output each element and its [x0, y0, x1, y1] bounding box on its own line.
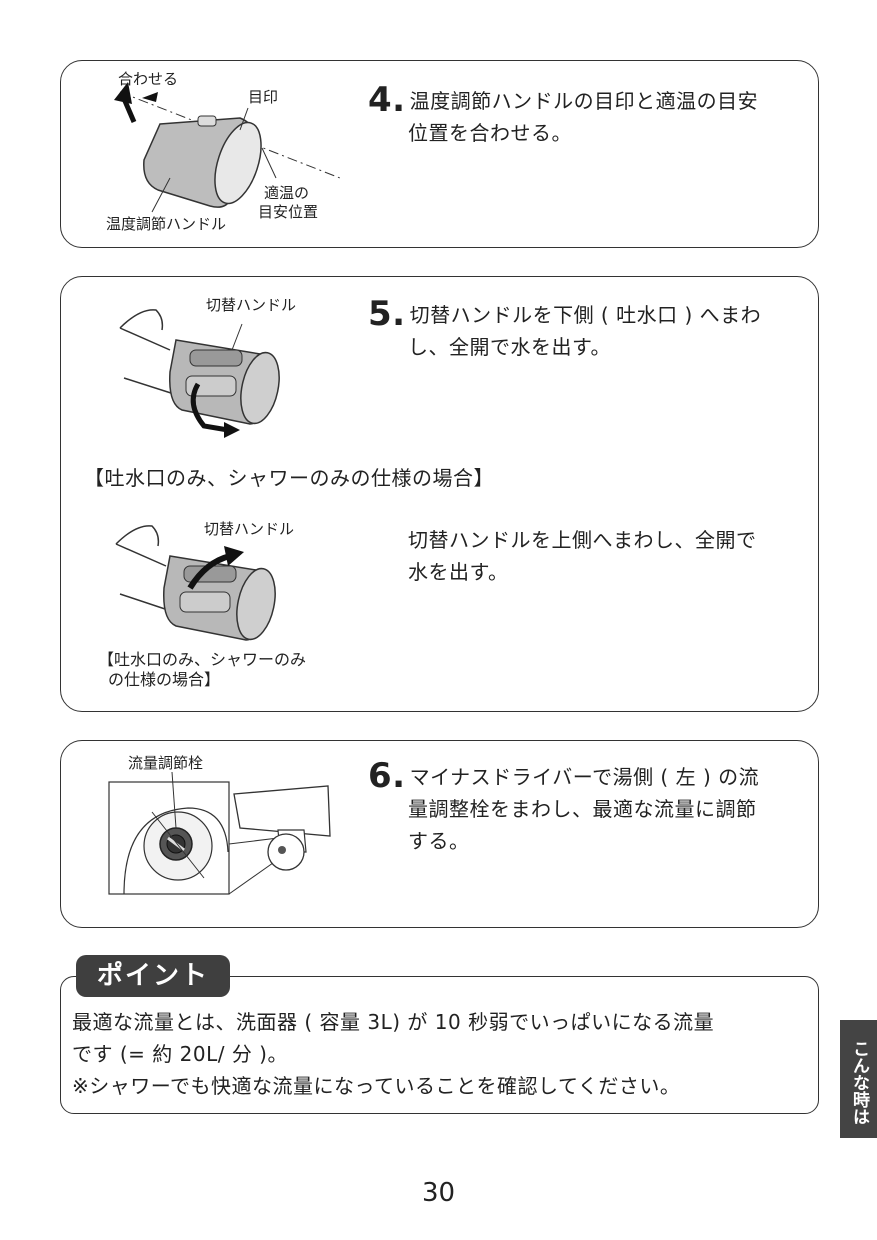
step5-note-text: 切替ハンドルを上側へまわし、全開で 水を出す。 [408, 524, 757, 588]
step5-note-caption-line2: の仕様の場合】 [108, 670, 221, 689]
side-tab[interactable]: こんな時は [840, 1020, 877, 1138]
step4-instruction: 4.温度調節ハンドルの目印と適温の目安 位置を合わせる。 [368, 83, 759, 149]
label-switch-handle: 切替ハンドル [206, 296, 297, 314]
temperature-handle-illustration [114, 82, 341, 213]
point-text: 最適な流量とは、洗面器 ( 容量 3L) が 10 秒弱でいっぱいになる流量 で… [72, 1006, 714, 1102]
step5-note-heading: 【吐水口のみ、シャワーのみの仕様の場合】 [84, 466, 494, 490]
step4-box [60, 60, 819, 248]
label-temp-line1: 適温の [264, 184, 310, 202]
step5-number: 5. [368, 294, 406, 334]
step4-text-line1: 温度調節ハンドルの目印と適温の目安 [409, 89, 759, 113]
switch-handle-up-illustration [115, 525, 276, 641]
point-line1: 最適な流量とは、洗面器 ( 容量 3L) が 10 秒弱でいっぱいになる流量 [72, 1010, 715, 1034]
step4-number: 4. [368, 80, 406, 120]
step5-box [60, 276, 819, 712]
point-tab: ポイント [76, 955, 230, 997]
label-mark: 目印 [248, 88, 279, 106]
label-flow-valve: 流量調節栓 [128, 754, 204, 772]
step5-text-line2: し、全開で水を出す。 [408, 335, 611, 359]
step6-number: 6. [368, 756, 406, 796]
step6-text-line3: する。 [408, 829, 470, 853]
page-number: 30 [421, 1178, 456, 1208]
flow-valve-illustration [108, 772, 331, 895]
step5-instruction: 5.切替ハンドルを下側 ( 吐水口 ) へまわ し、全開で水を出す。 [368, 297, 762, 363]
label-temperature-handle: 温度調節ハンドル [106, 215, 227, 233]
step6-instruction: 6.マイナスドライバーで湯側 ( 左 ) の流 量調整栓をまわし、最適な流量に調… [368, 759, 760, 857]
step5-text-line1: 切替ハンドルを下側 ( 吐水口 ) へまわ [409, 303, 762, 327]
step6-box [60, 740, 819, 928]
note-label-switch-handle: 切替ハンドル [204, 520, 295, 538]
point-line2: です (= 約 20L/ 分 )。 [72, 1042, 288, 1066]
point-line3: ※シャワーでも快適な流量になっていることを確認してください。 [72, 1074, 681, 1098]
point-box [60, 976, 819, 1114]
step5-note-text-line1: 切替ハンドルを上側へまわし、全開で [408, 528, 757, 552]
step6-text-line1: マイナスドライバーで湯側 ( 左 ) の流 [409, 765, 760, 789]
label-temp-line2: 目安位置 [258, 203, 319, 221]
label-align: 合わせる [118, 70, 179, 88]
step5-note-text-line2: 水を出す。 [408, 560, 509, 584]
step6-text-line2: 量調整栓をまわし、最適な流量に調節 [408, 797, 757, 821]
step4-text-line2: 位置を合わせる。 [408, 121, 572, 145]
switch-handle-down-illustration [119, 309, 280, 438]
step5-note-caption-line1: 【吐水口のみ、シャワーのみ [98, 650, 307, 669]
